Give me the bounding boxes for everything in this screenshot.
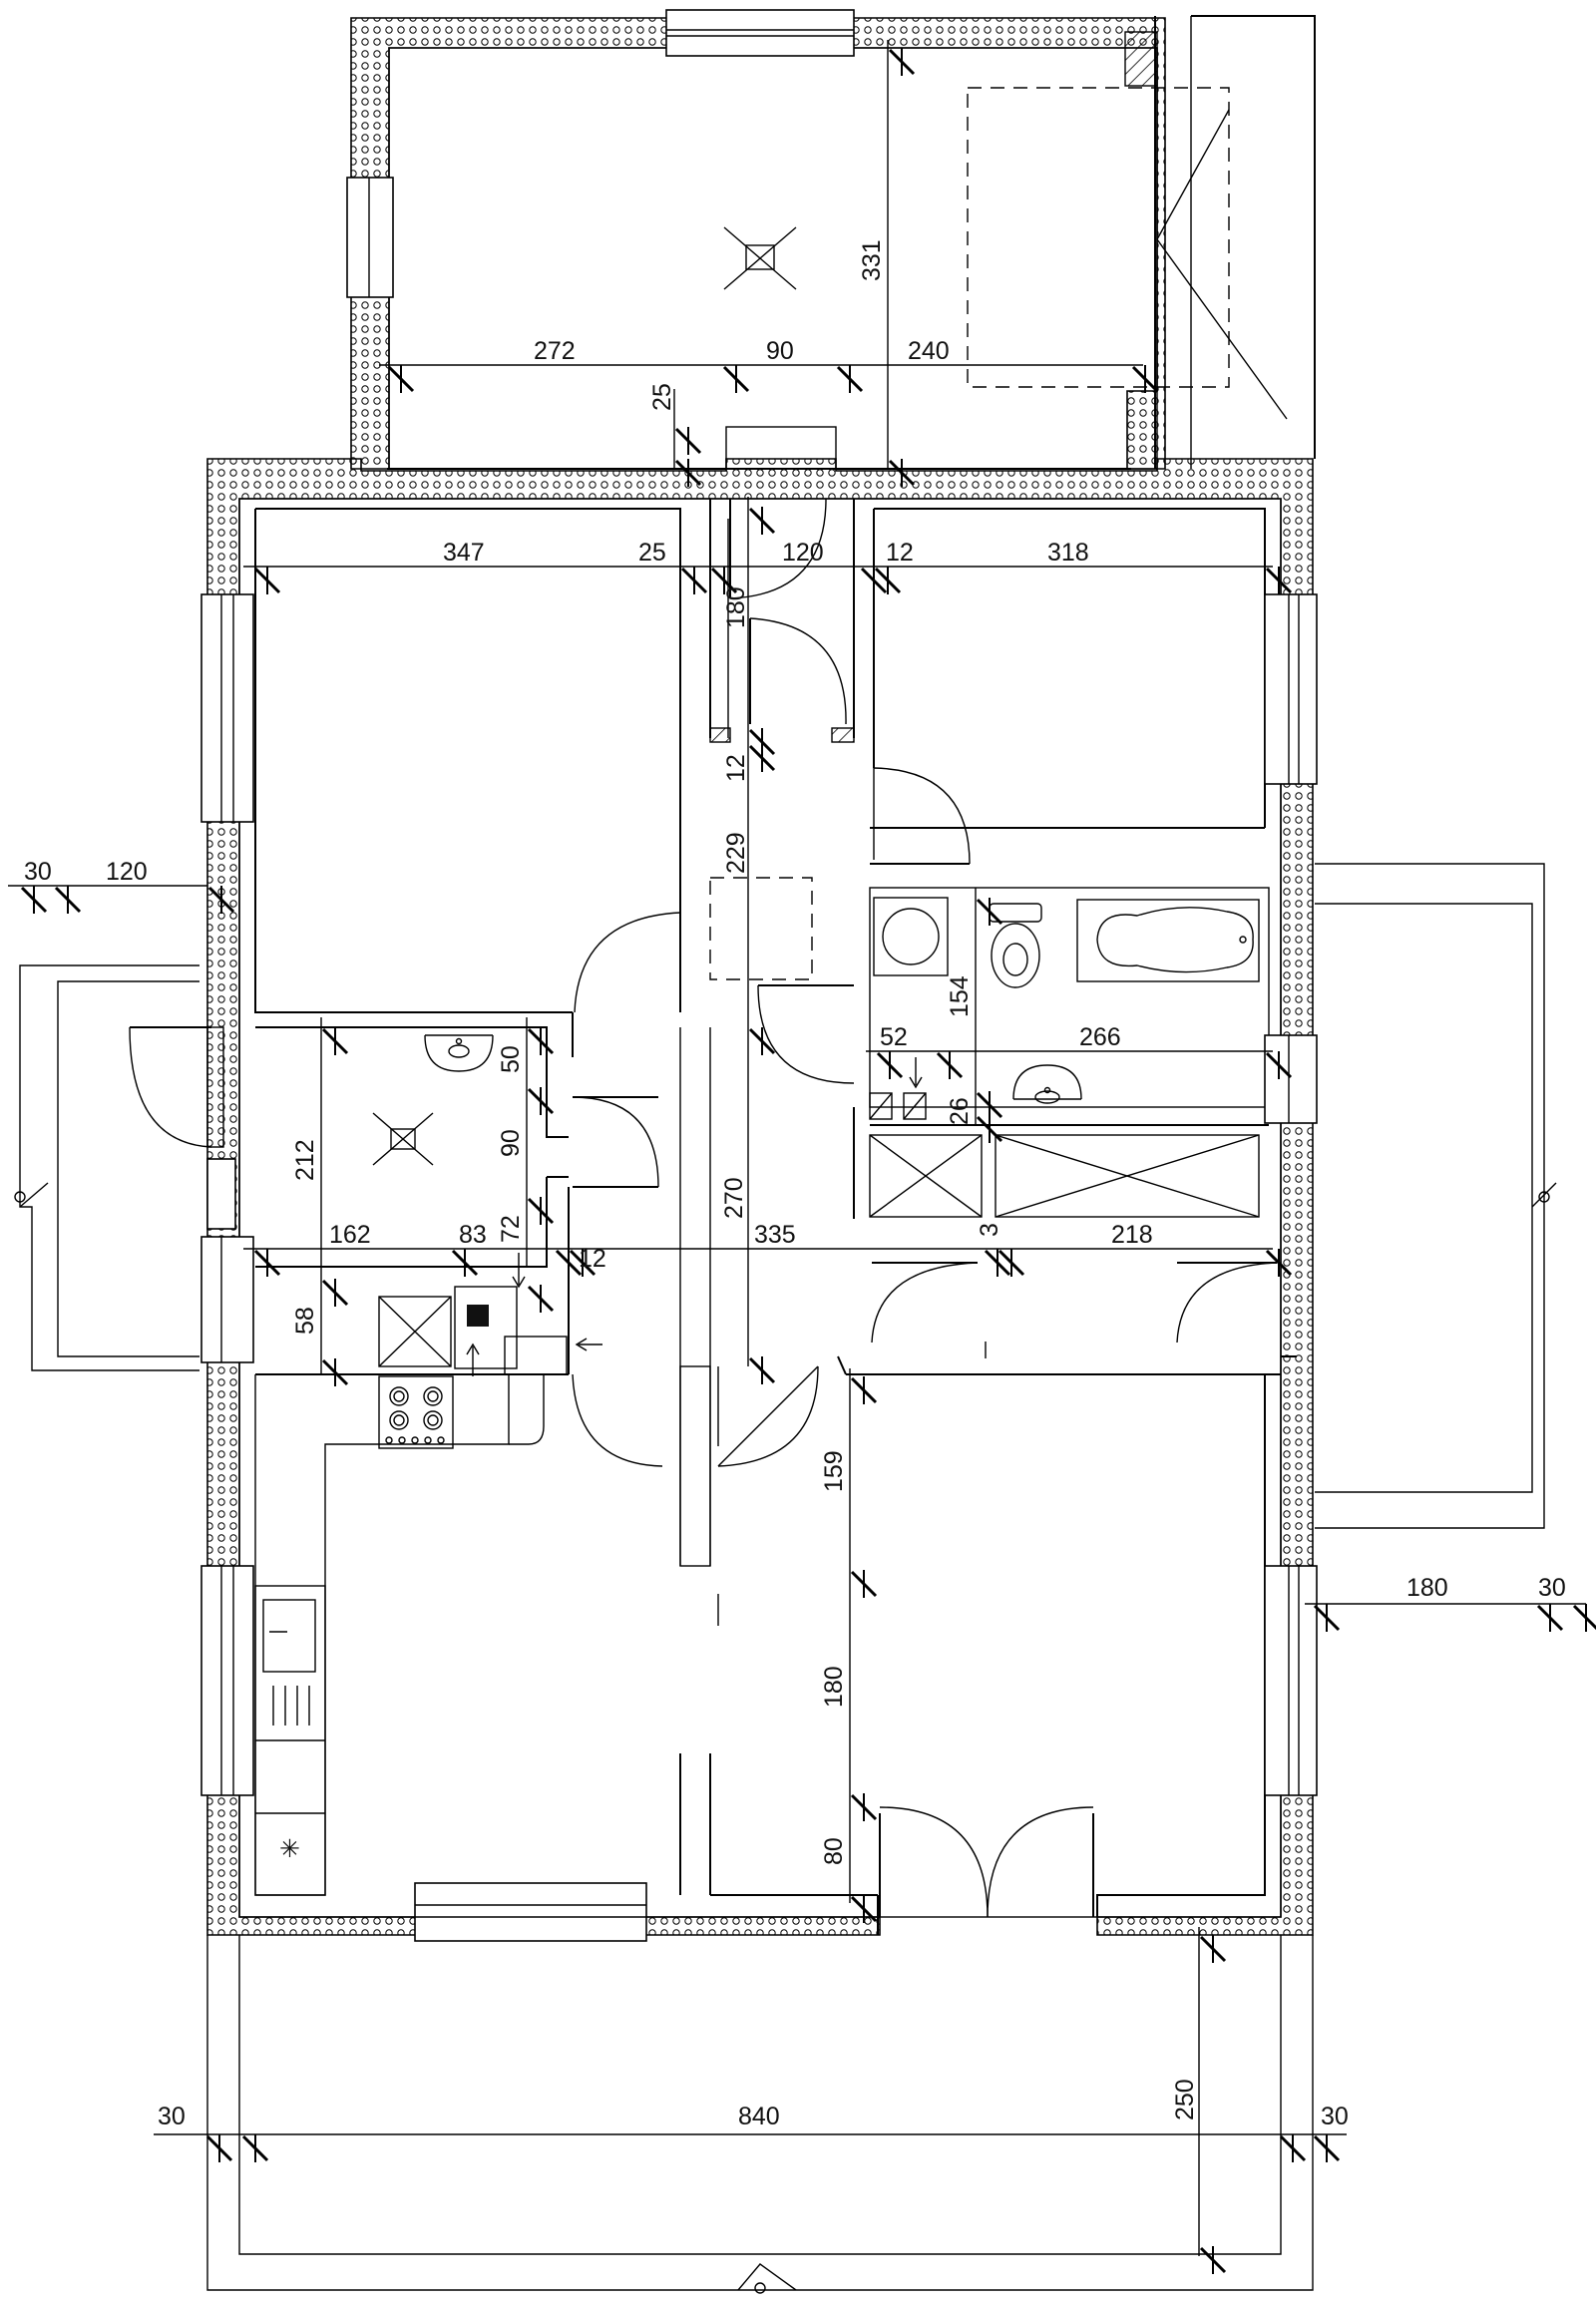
dim-12: 12: [886, 539, 914, 567]
dim-120-left: 120: [106, 858, 148, 886]
dim-840: 840: [738, 2103, 780, 2130]
washbasin-icon: [1012, 1064, 1082, 1104]
dim-3: 3: [976, 1223, 1003, 1237]
dim-12-corridor: 12: [722, 754, 750, 782]
dim-26: 26: [946, 1097, 974, 1125]
dim-58: 58: [291, 1307, 319, 1335]
dimension-labels: 272 90 240 331 25 347 25 120 12 318 180 …: [24, 239, 1566, 2130]
doors: [129, 498, 1278, 1918]
windows: [200, 593, 1318, 1942]
exterior-walls: [206, 17, 1314, 1936]
dim-229: 229: [722, 832, 750, 874]
dim-180-right: 180: [1406, 1574, 1448, 1602]
partitions: [254, 499, 1297, 1920]
dim-72: 72: [497, 1215, 525, 1243]
interior-outline: [238, 468, 1282, 1918]
dim-30-bottom-left: 30: [158, 2103, 186, 2130]
dim-120: 120: [782, 539, 824, 567]
dim-25: 25: [648, 383, 676, 411]
annex-room: [346, 9, 1316, 470]
dim-272: 272: [534, 337, 576, 365]
dim-331: 331: [858, 239, 886, 281]
washing-machine-icon: [873, 897, 949, 976]
bathroom-fixtures: [869, 897, 1260, 1120]
ceiling-light-icon: [372, 1112, 434, 1166]
dim-80: 80: [820, 1837, 848, 1865]
dim-52: 52: [880, 1023, 908, 1051]
dim-25b: 25: [638, 539, 666, 567]
stove-icon: [378, 1375, 454, 1449]
dim-318: 318: [1047, 539, 1089, 567]
bathtub-icon: [1076, 899, 1260, 982]
dim-218: 218: [1111, 1221, 1153, 1249]
dim-12-hall: 12: [579, 1245, 606, 1273]
ceiling-light-icon: [723, 226, 797, 290]
terraces: [14, 863, 1557, 2294]
washbasin-icon: [424, 1034, 494, 1072]
dim-347: 347: [443, 539, 485, 567]
fridge-symbol: ✳: [279, 1835, 300, 1863]
dim-266: 266: [1079, 1023, 1121, 1051]
hall-fixtures: [372, 1034, 602, 1376]
dim-30-bottom-right: 30: [1321, 2103, 1349, 2130]
dim-90-hall: 90: [497, 1129, 525, 1157]
dim-162: 162: [329, 1221, 371, 1249]
dim-250: 250: [1171, 2079, 1199, 2120]
dim-159: 159: [820, 1450, 848, 1492]
dim-90: 90: [766, 337, 794, 365]
dim-30-left: 30: [24, 858, 52, 886]
toilet-icon: [989, 903, 1042, 988]
dim-30-right: 30: [1538, 1574, 1566, 1602]
dimension-lines: [8, 40, 1596, 2276]
dim-83: 83: [459, 1221, 487, 1249]
dim-180-living: 180: [820, 1666, 848, 1708]
dim-270: 270: [720, 1177, 748, 1219]
dim-335: 335: [754, 1221, 796, 1249]
dim-50: 50: [497, 1045, 525, 1073]
dim-240: 240: [908, 337, 950, 365]
dim-154: 154: [946, 975, 974, 1017]
dim-212: 212: [291, 1139, 319, 1181]
dim-180-corridor: 180: [722, 586, 750, 628]
